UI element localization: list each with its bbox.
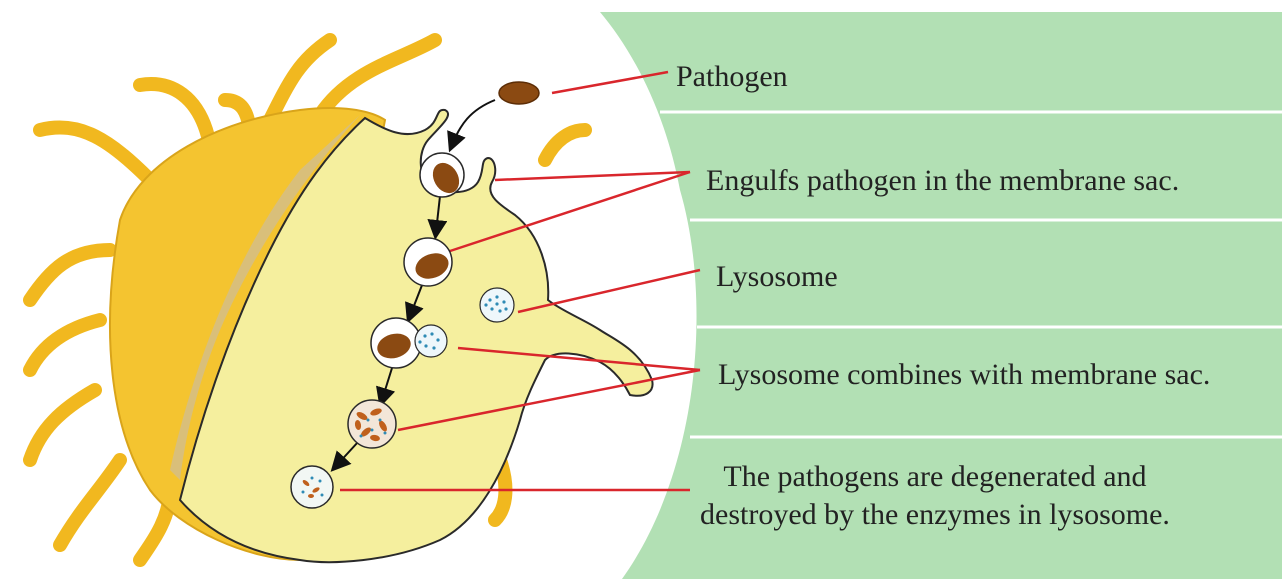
- label-pathogen: Pathogen: [676, 58, 788, 96]
- degenerated-sac: [291, 466, 333, 508]
- label-degenerated-line-2: destroyed by the enzymes in lysosome.: [700, 496, 1170, 534]
- label-degenerated-line-1: The pathogens are degenerated and: [700, 458, 1170, 496]
- label-lysosome-combines: Lysosome combines with membrane sac.: [718, 356, 1210, 394]
- label-pathogens-degenerated: The pathogens are degenerated and destro…: [700, 458, 1170, 533]
- label-engulfs-pathogen: Engulfs pathogen in the membrane sac.: [706, 162, 1179, 200]
- pathogen-free: [499, 82, 539, 104]
- label-lysosome: Lysosome: [716, 258, 838, 296]
